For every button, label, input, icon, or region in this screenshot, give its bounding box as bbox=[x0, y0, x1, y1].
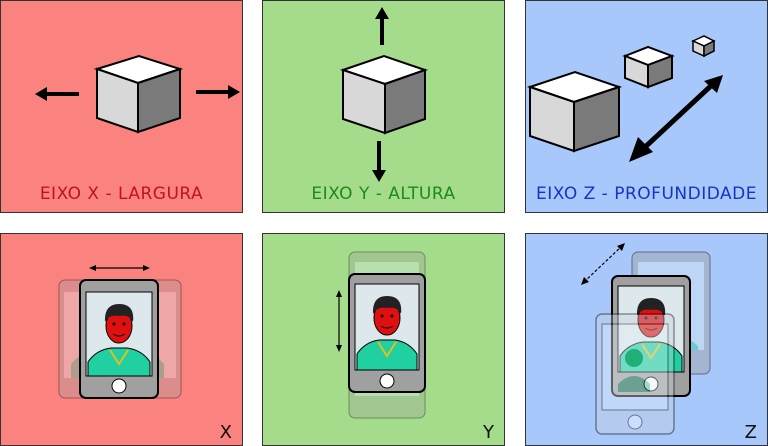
panel-z-axis: EIXO Z - PROFUNDIDADE bbox=[525, 0, 768, 213]
panel-y-axis: EIXO Y - ALTURA bbox=[262, 0, 505, 213]
person-icon bbox=[619, 298, 683, 373]
panel-z-phone: Z bbox=[525, 233, 768, 446]
x-phone-illustration bbox=[58, 265, 182, 399]
phone-icon bbox=[595, 313, 675, 435]
cube-icon bbox=[526, 70, 623, 153]
phone-icon bbox=[79, 279, 159, 399]
panel-x-axis: EIXO X - LARGURA bbox=[0, 0, 243, 213]
left-arrow-icon bbox=[35, 87, 79, 101]
y-axis-illustration bbox=[339, 7, 429, 182]
caption-x-axis: EIXO X - LARGURA bbox=[39, 184, 204, 204]
cube-icon bbox=[691, 35, 716, 58]
up-arrow-icon bbox=[375, 7, 389, 45]
phone-icon bbox=[348, 273, 426, 393]
y-phone-illustration bbox=[336, 251, 426, 419]
cube-icon bbox=[339, 54, 429, 135]
motion-arrow-icon bbox=[581, 243, 625, 285]
right-arrow-icon bbox=[196, 85, 240, 99]
cube-icon bbox=[93, 54, 184, 134]
down-arrow-icon bbox=[372, 141, 386, 182]
z-axis-illustration bbox=[526, 35, 723, 162]
motion-arrow-icon bbox=[336, 290, 342, 352]
caption-y-axis: EIXO Y - ALTURA bbox=[311, 184, 456, 204]
corner-label-z: Z bbox=[744, 422, 757, 443]
x-axis-illustration bbox=[35, 54, 240, 134]
phone-icon bbox=[611, 275, 691, 397]
motion-arrow-icon bbox=[89, 265, 150, 271]
panel-x-phone: X bbox=[0, 233, 243, 446]
person-icon bbox=[87, 304, 151, 377]
corner-label-x: X bbox=[219, 422, 232, 443]
panel-y-phone: Y bbox=[262, 233, 505, 446]
cube-icon bbox=[622, 45, 675, 89]
corner-label-y: Y bbox=[483, 422, 494, 443]
person-icon bbox=[356, 296, 418, 371]
depth-arrow-icon bbox=[629, 75, 723, 162]
z-phone-illustration bbox=[581, 243, 711, 435]
caption-z-axis: EIXO Z - PROFUNDIDADE bbox=[536, 184, 757, 204]
